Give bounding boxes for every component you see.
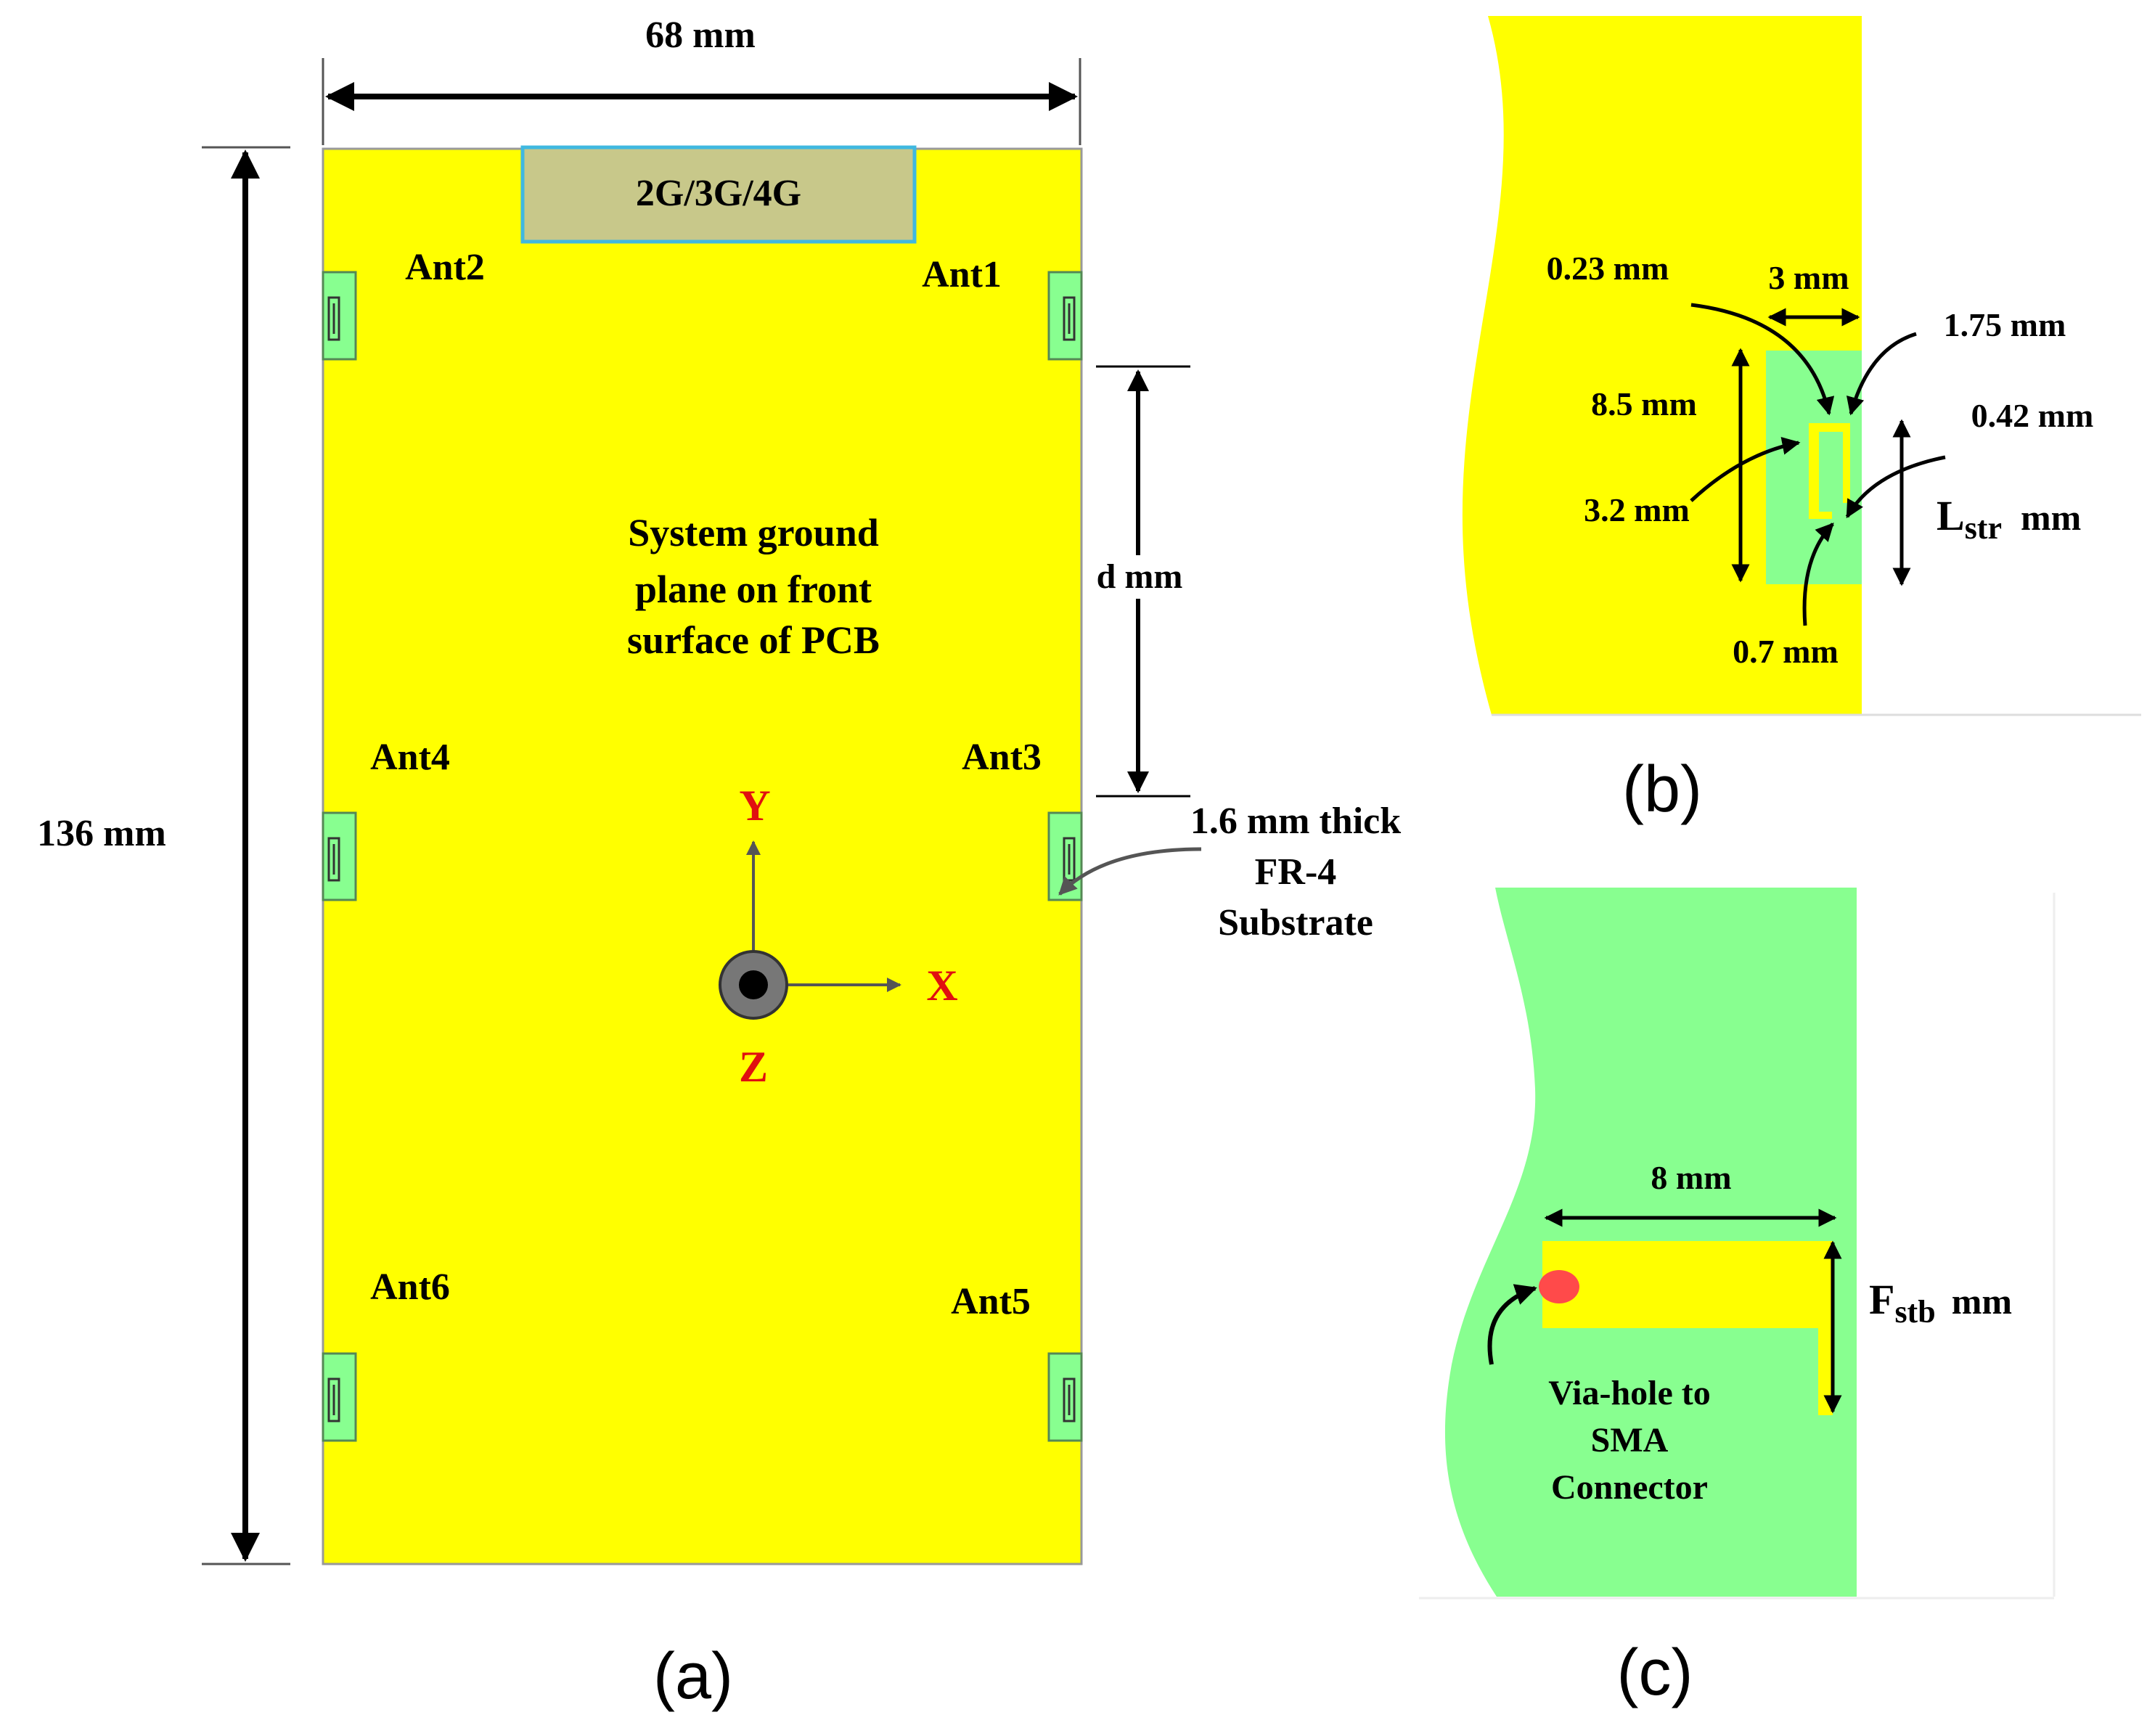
label-ant1: Ant1 (922, 254, 1002, 295)
label-ant5: Ant5 (951, 1281, 1031, 1322)
dim-label-8-5: 8.5 mm (1591, 385, 1697, 422)
via-hole (1539, 1270, 1579, 1303)
arrow-0-42 (1845, 455, 1946, 519)
ground-text-line2: plane on front (635, 568, 872, 611)
axis-z-label: Z (739, 1043, 768, 1091)
caption-c: (c) (1617, 1637, 1693, 1709)
z-axis-inner (739, 970, 768, 999)
via-callout-arrow (1487, 1284, 1537, 1365)
feed-strip (1542, 1241, 1833, 1415)
caption-a: (a) (653, 1640, 733, 1713)
dim-label-3: 3 mm (1768, 259, 1849, 296)
height-label: 136 mm (37, 813, 166, 854)
substrate-text-line1: 1.6 mm thick (1190, 801, 1401, 842)
ground-plane (322, 147, 1083, 1565)
lstr-main: L (1937, 492, 1965, 539)
module-label: 2G/3G/4G (636, 173, 801, 214)
dim-label-0-42: 0.42 mm (1971, 397, 2094, 434)
antenna-element-ant4 (322, 811, 357, 901)
dim-label-8: 8 mm (1651, 1159, 1731, 1196)
antenna-element-ant1 (1047, 271, 1083, 361)
cellular-module (520, 145, 917, 244)
substrate-callout-arrow (1058, 847, 1202, 896)
arrow-3-2 (1690, 436, 1801, 502)
lstr-unit: mm (2021, 497, 2081, 538)
substrate-text-line2: FR-4 (1255, 851, 1337, 893)
ground-plane-detail (1462, 16, 1862, 715)
antenna-element-ant6 (322, 1352, 357, 1442)
lstr-sub: str (1965, 510, 2002, 546)
label-ant3: Ant3 (962, 737, 1042, 778)
antenna-element-ant2 (322, 271, 357, 361)
slot-element (1809, 423, 1850, 519)
arrow-0-23 (1690, 303, 1835, 416)
arrow-0-7 (1802, 523, 1834, 626)
ground-text-line1: System ground (628, 511, 879, 554)
dim-label-0-23: 0.23 mm (1547, 250, 1669, 287)
label-ant6: Ant6 (370, 1266, 450, 1308)
via-text-line1: Via-hole to (1548, 1374, 1711, 1412)
label-ant2: Ant2 (405, 247, 485, 288)
dim-label-1-75: 1.75 mm (1944, 306, 2066, 343)
axis-x-label: X (926, 962, 957, 1010)
via-text-line3: Connector (1551, 1468, 1708, 1507)
caption-b: (b) (1622, 753, 1702, 826)
fstb-main: F (1869, 1276, 1894, 1323)
ground-text-line3: surface of PCB (627, 618, 880, 662)
dim-label-3-2: 3.2 mm (1584, 491, 1690, 528)
via-text-line2: SMA (1591, 1421, 1669, 1459)
substrate-text-line3: Substrate (1218, 902, 1373, 943)
arrow-1-75 (1846, 332, 1917, 416)
fstb-unit: mm (1952, 1281, 2012, 1322)
label-ant4: Ant4 (370, 737, 450, 778)
d-label-bg (1085, 555, 1190, 599)
panel-b: 0.23 mm 3 mm 1.75 mm 8.5 mm 0.42 mm 3.2 … (1462, 16, 2141, 826)
width-label: 68 mm (645, 15, 756, 56)
d-label: d mm (1097, 557, 1183, 596)
dim-label-0-7: 0.7 mm (1733, 633, 1839, 670)
axis-y-label: Y (739, 782, 770, 830)
panel-a: 2G/3G/4G 68 mm 136 mm (37, 15, 1401, 1713)
fstb-sub: stb (1894, 1294, 1935, 1330)
antenna-element-ant5 (1047, 1352, 1083, 1442)
